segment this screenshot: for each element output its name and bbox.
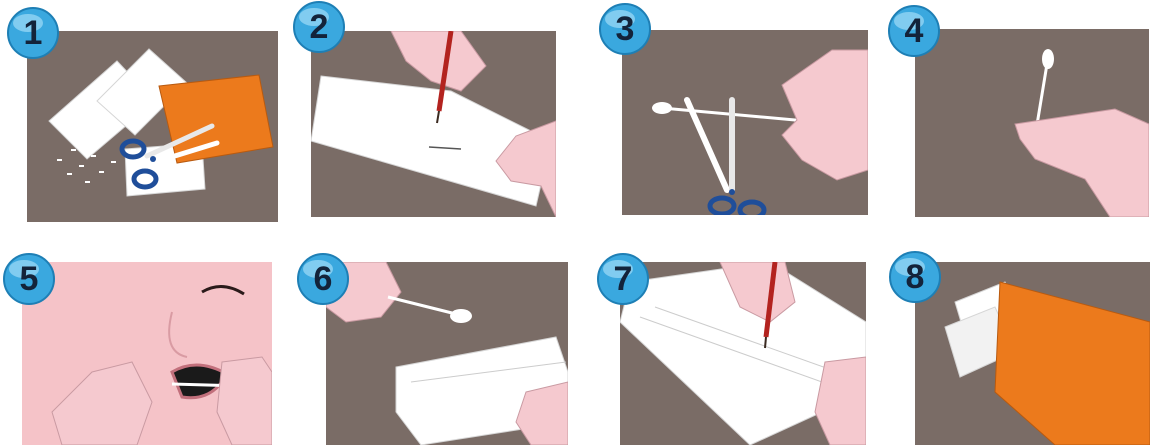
step-8-panel bbox=[915, 262, 1150, 445]
step-4-number: 4 bbox=[887, 4, 941, 58]
step-1-panel bbox=[27, 31, 278, 222]
step-6-badge: 6 bbox=[296, 252, 350, 306]
step-6-number: 6 bbox=[296, 252, 350, 306]
step-1-badge: 1 bbox=[6, 6, 60, 60]
step-2-panel bbox=[311, 31, 556, 217]
step-7-number: 7 bbox=[596, 252, 650, 306]
step-6: 6 bbox=[296, 252, 556, 442]
step-1-number: 1 bbox=[6, 6, 60, 60]
step-4: 4 bbox=[887, 4, 1147, 194]
step-7: 7 bbox=[596, 252, 856, 442]
step-2: 2 bbox=[292, 0, 552, 190]
step-5: 5 bbox=[2, 252, 262, 442]
step-7-badge: 7 bbox=[596, 252, 650, 306]
step-5-number: 5 bbox=[2, 252, 56, 306]
step-8: 8 bbox=[888, 250, 1148, 440]
step-6-panel bbox=[326, 262, 568, 445]
orange-envelope bbox=[159, 75, 273, 163]
step-3-badge: 3 bbox=[598, 2, 652, 56]
step-4-panel bbox=[915, 29, 1149, 217]
step-2-number: 2 bbox=[292, 0, 346, 54]
step-8-number: 8 bbox=[888, 250, 942, 304]
step-3-panel bbox=[622, 30, 868, 215]
step-4-badge: 4 bbox=[887, 4, 941, 58]
step-7-panel bbox=[620, 262, 866, 445]
step-8-badge: 8 bbox=[888, 250, 942, 304]
step-3-number: 3 bbox=[598, 2, 652, 56]
step-3: 3 bbox=[598, 2, 858, 192]
step-2-badge: 2 bbox=[292, 0, 346, 54]
step-5-badge: 5 bbox=[2, 252, 56, 306]
step-5-panel bbox=[22, 262, 272, 445]
step-1: 1 bbox=[6, 6, 266, 196]
